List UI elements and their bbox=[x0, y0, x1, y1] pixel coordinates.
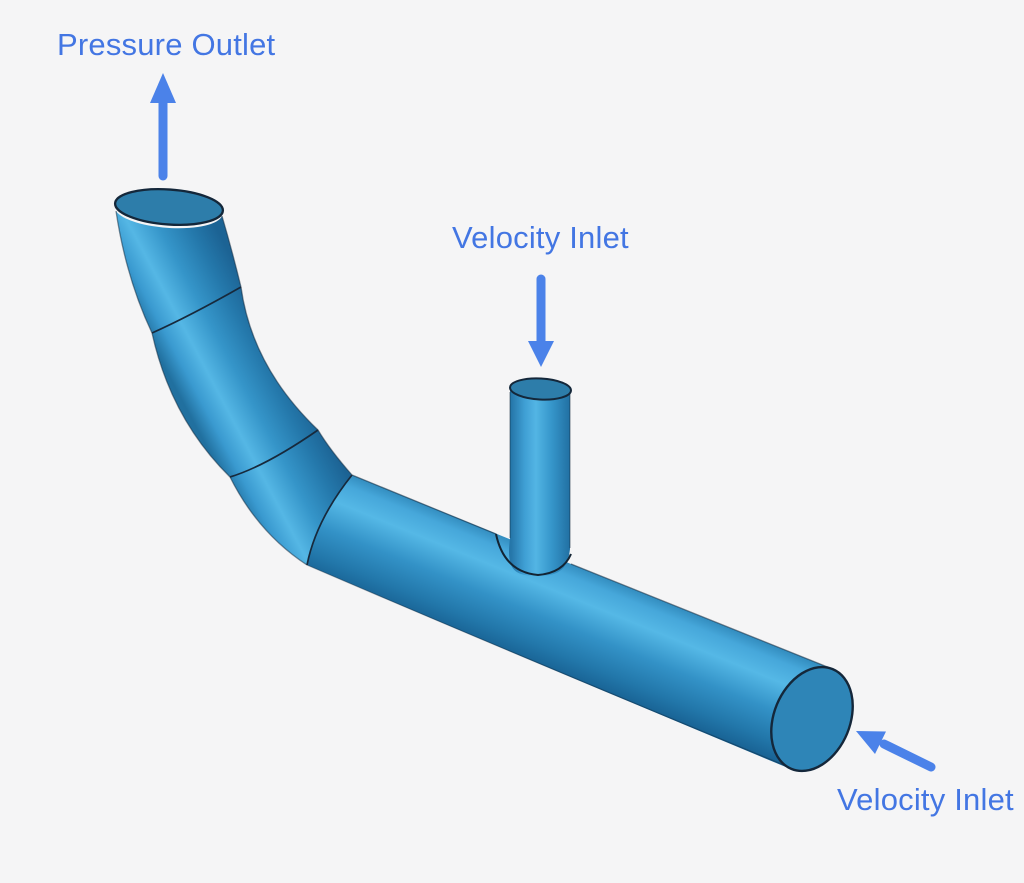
main-pipe bbox=[306, 474, 833, 770]
velocity-inlet-end-face bbox=[770, 665, 854, 773]
pressure-outlet-arrow-icon bbox=[150, 73, 176, 181]
seam-line bbox=[151, 286, 242, 334]
velocity-inlet-branch-arrow-icon bbox=[528, 274, 554, 367]
seam-line bbox=[306, 474, 353, 566]
branch-pipe bbox=[495, 377, 572, 577]
pressure-outlet-label: Pressure Outlet bbox=[57, 27, 276, 62]
pipe-bend bbox=[115, 210, 353, 566]
seam-lines bbox=[151, 286, 353, 566]
velocity-inlet-main-arrow-icon bbox=[856, 731, 936, 772]
main-pipe-top-edge bbox=[351, 474, 497, 535]
junction-fillet-line bbox=[495, 533, 572, 577]
velocity-inlet-main-label: Velocity Inlet bbox=[837, 782, 1014, 817]
branch-inlet-face bbox=[509, 377, 572, 401]
main-pipe-top-edge bbox=[570, 563, 831, 669]
pressure-outlet-face bbox=[113, 187, 225, 227]
bend-outer-edge bbox=[115, 210, 308, 566]
annotation-arrows bbox=[150, 73, 936, 772]
seam-line bbox=[229, 429, 319, 478]
bend-inner-edge bbox=[221, 215, 353, 476]
velocity-inlet-branch-label: Velocity Inlet bbox=[452, 220, 629, 255]
main-pipe-bottom-edge bbox=[306, 564, 792, 769]
